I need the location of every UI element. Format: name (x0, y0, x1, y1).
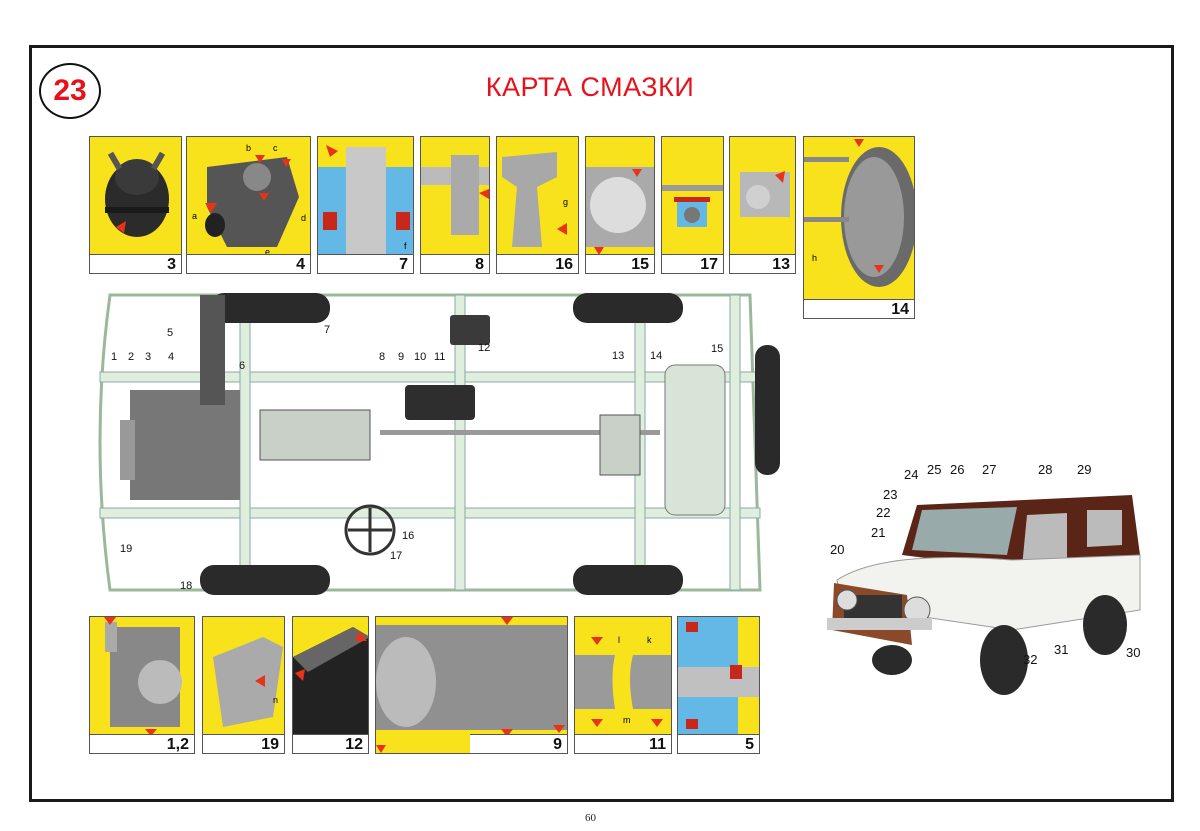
car-label-25: 25 (927, 462, 942, 477)
chassis-label-6: 6 (239, 360, 246, 372)
svg-text:d: d (301, 213, 306, 223)
panel-label: 5 (678, 734, 759, 753)
panel-label: 4 (187, 254, 310, 273)
panel-label: 12 (293, 734, 368, 753)
reservoir-icon (105, 151, 169, 237)
car-label-20: 20 (830, 542, 845, 557)
chassis-label-16: 16 (402, 530, 415, 542)
svg-text:c: c (273, 143, 278, 153)
panel-label: 3 (90, 254, 181, 273)
ball-joint-icon (662, 185, 723, 227)
svg-text:h: h (812, 253, 817, 263)
kingpin-section-icon: f (318, 145, 413, 256)
panel-19: n 19 (202, 616, 285, 754)
chassis-label-18: 18 (180, 580, 193, 592)
panel-17: 17 (661, 136, 724, 274)
chassis-label-2: 2 (128, 351, 135, 363)
chassis-label-14: 14 (650, 350, 663, 362)
panel-12: 12 (292, 616, 369, 754)
panel-label: 11 (575, 734, 671, 753)
svg-text:a: a (192, 211, 197, 221)
chassis-illustration (98, 293, 780, 595)
pivot-arm-icon (421, 155, 489, 235)
hub-cover-icon (586, 167, 654, 255)
panel-label: 9 (470, 734, 567, 753)
panel-8: 8 (420, 136, 490, 274)
chassis-label-4: 4 (168, 351, 175, 363)
svg-text:f: f (404, 241, 407, 251)
car-label-31: 31 (1054, 642, 1069, 657)
panel-label: 1,2 (90, 734, 194, 753)
car-label-21: 21 (871, 525, 886, 540)
battery-icon (293, 627, 368, 736)
vehicle-body-icon (827, 495, 1141, 695)
car-label-24: 24 (904, 467, 919, 482)
vehicle-illustration: 20 21 22 23 24 25 26 27 28 29 30 31 32 (822, 455, 1152, 705)
chassis-label-12: 12 (478, 342, 491, 354)
panel-5: 5 (677, 616, 760, 754)
svg-text:l: l (618, 635, 620, 645)
driveshaft-icon: l k m (575, 635, 671, 727)
chart-number-badge: 23 (39, 63, 101, 119)
panel-label: 15 (586, 254, 654, 273)
gearbox-icon (376, 617, 567, 753)
panel-1-2: 1,2 (89, 616, 195, 754)
car-label-32: 32 (1023, 652, 1038, 667)
chassis-label-1: 1 (111, 351, 118, 363)
distributor-icon: a b c d e (192, 143, 306, 256)
panel-14: h 14 (803, 136, 915, 319)
universal-joint-icon (740, 171, 790, 217)
hub-bearing-section-icon (678, 617, 759, 736)
panel-label: 16 (497, 254, 578, 273)
car-label-29: 29 (1077, 462, 1092, 477)
svg-text:b: b (246, 143, 251, 153)
chart-number: 23 (53, 74, 87, 107)
svg-text:g: g (563, 197, 568, 207)
panel-9: 9 (375, 616, 568, 754)
chassis-diagram: 1 2 3 4 5 6 7 8 9 10 11 12 13 14 15 16 1… (90, 290, 805, 600)
chassis-label-8: 8 (379, 351, 386, 363)
car-label-23: 23 (883, 487, 898, 502)
panel-label: 8 (421, 254, 489, 273)
panel-16: g 16 (496, 136, 579, 274)
steering-joint-icon: g (502, 152, 568, 247)
panel-label: 13 (730, 254, 795, 273)
page-title: КАРТА СМАЗКИ (485, 72, 695, 102)
brake-booster-icon: h (804, 139, 914, 287)
panel-3: 3 (89, 136, 182, 274)
svg-text:n: n (273, 695, 278, 705)
panel-label: 17 (662, 254, 723, 273)
chassis-label-19: 19 (120, 543, 133, 555)
engine-icon (104, 617, 182, 736)
car-label-22: 22 (876, 505, 891, 520)
svg-text:k: k (647, 635, 652, 645)
chassis-label-9: 9 (398, 351, 405, 363)
svg-text:m: m (623, 715, 631, 725)
panel-4: a b c d e 4 (186, 136, 311, 274)
car-label-26: 26 (950, 462, 965, 477)
panel-7: f 7 (317, 136, 414, 274)
page-number: 60 (585, 812, 596, 824)
car-label-30: 30 (1126, 645, 1141, 660)
panel-label: 14 (804, 299, 914, 318)
page-frame (29, 45, 1174, 802)
svg-text:e: e (265, 247, 270, 256)
panel-13: 13 (729, 136, 796, 274)
chassis-label-3: 3 (145, 351, 152, 363)
chassis-label-5: 5 (167, 327, 174, 339)
car-label-28: 28 (1038, 462, 1053, 477)
car-label-27: 27 (982, 462, 997, 477)
chassis-label-7: 7 (324, 324, 331, 336)
panel-label: 19 (203, 734, 284, 753)
chassis-label-15: 15 (711, 343, 724, 355)
steering-box-icon: n (213, 637, 283, 727)
panel-11: l k m 11 (574, 616, 672, 754)
chassis-label-10: 10 (414, 351, 427, 363)
chassis-label-17: 17 (390, 550, 403, 562)
panel-15: 15 (585, 136, 655, 274)
chassis-label-13: 13 (612, 350, 625, 362)
panel-label: 7 (318, 254, 413, 273)
chassis-label-11: 11 (434, 351, 446, 363)
